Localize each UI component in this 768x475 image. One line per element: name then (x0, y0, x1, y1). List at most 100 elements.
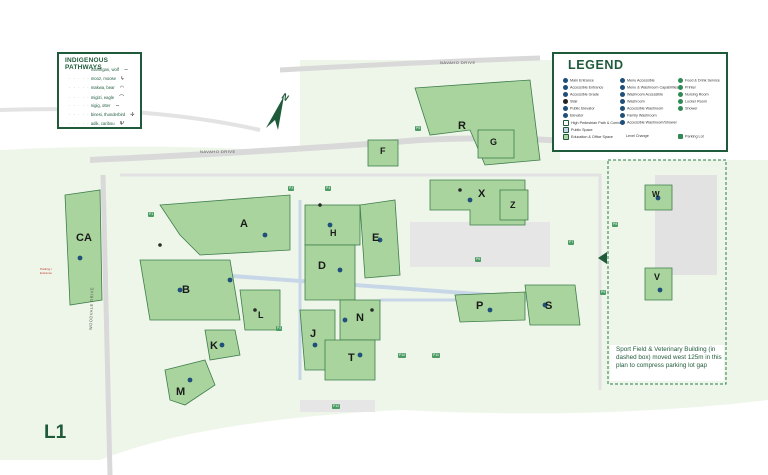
road-label-navaho: NAVAHO DRIVE (200, 149, 236, 154)
parking-lot-icon (678, 134, 683, 139)
lot-label: P12 (332, 404, 341, 409)
legend-item: Accessible Washroom/Shower (620, 120, 677, 125)
legend-title: LEGEND (568, 58, 624, 72)
building-label-z: Z (510, 200, 516, 210)
pathway-label: mooz, moose (90, 76, 116, 81)
caribou-glyph-icon: Ψ (119, 121, 124, 127)
legend-item: Washroom (620, 99, 645, 104)
legend-label: Accessible Washroom (627, 106, 664, 111)
building-z (499, 189, 529, 221)
washroom-icon (620, 99, 625, 104)
legend-label: Main Entrance (570, 78, 594, 83)
building-label-k: K (210, 340, 218, 352)
building-b (139, 259, 241, 321)
legend-label: Accessible Grade (570, 92, 599, 97)
lot-label: P4 (325, 186, 332, 191)
building-label-e: E (372, 232, 380, 244)
legend-item: Food & Drink Service (678, 78, 720, 83)
pathway-label: mahingan, wolf (90, 67, 119, 72)
legend-label: Public Elevator (570, 106, 595, 111)
legend-label: High Pedestrian Path & Corridor (571, 120, 624, 125)
pathway-item: · · · · · mahingan, wolf∼ (69, 67, 129, 73)
building-v (644, 267, 673, 301)
marker-icon (227, 277, 233, 283)
floor-label: L1 (44, 422, 67, 443)
marker-icon (657, 287, 663, 293)
legend-label: Parking Lot (685, 134, 704, 139)
legend-item: High Pedestrian Path & Corridor (563, 120, 624, 126)
moose-glyph-icon: ϟ (120, 76, 124, 82)
legend-label: Accessible Washroom/Shower (627, 120, 677, 125)
pathway-item: · · · · · migizi, eagle⌒ (69, 95, 125, 101)
menu-accessible-icon (620, 78, 625, 83)
note-background (610, 345, 724, 381)
marker-icon (219, 342, 225, 348)
road-label-navaho-north: NAVAHO DRIVE (440, 60, 476, 65)
lot-label: P6 (475, 257, 482, 262)
elevator-icon (563, 113, 568, 118)
building-label-m: M (176, 386, 186, 398)
marker-icon (312, 342, 318, 348)
building-label-s: S (545, 300, 553, 312)
legend-label: Menu & Washroom Capabilities (627, 85, 679, 90)
legend-label: Locker Room (685, 99, 707, 104)
level-change-icon: ⋯ (620, 134, 624, 139)
building-label-h: H (330, 228, 337, 238)
legend-item: Nursing Room (678, 92, 709, 97)
building-label-d: D (318, 260, 326, 272)
lot-label: P3 (288, 186, 295, 191)
building-p (454, 291, 526, 323)
accessible-grade-icon (563, 92, 568, 97)
eagle-glyph-icon: ⌒ (119, 95, 125, 101)
legend-item: Public Space (563, 127, 593, 133)
pathway-label: makwa, bear (90, 85, 115, 90)
washroom-accessible-icon (620, 92, 625, 97)
navaho-drive-road (89, 135, 611, 163)
legend-item: Public Elevator (563, 106, 595, 111)
pathway-label: adik, caribou (90, 121, 115, 126)
building-h (304, 204, 361, 246)
education-office-icon (563, 134, 569, 140)
building-label-f: F (380, 146, 386, 156)
building-label-j: J (310, 328, 317, 340)
marker-icon (342, 317, 348, 323)
marker-icon (542, 302, 548, 308)
washroom-shower-icon (620, 120, 625, 125)
marker-icon (357, 352, 363, 358)
building-label-b: B (182, 284, 190, 296)
legend-label: Printer (685, 85, 696, 90)
legend-item: Accessible Entrance (563, 85, 603, 90)
public-elevator-icon (563, 106, 568, 111)
legend-label: Elevator (570, 113, 584, 118)
legend-label: Washroom Accessible (627, 92, 664, 97)
legend-label: Washroom (627, 99, 645, 104)
stair-icon (158, 243, 162, 247)
building-label-l: L (258, 310, 264, 320)
marker-icon (487, 307, 493, 313)
legend-item: Washroom Accessible (620, 92, 663, 97)
lot-label: P8 (612, 222, 619, 227)
legend-item: Family Washroom (620, 113, 657, 118)
marker-icon (77, 255, 83, 261)
food-drink-icon (678, 78, 683, 83)
legend-item: Menu Accessible (620, 78, 655, 83)
pathway-label: nigig, otter (90, 103, 111, 108)
marker-icon (655, 195, 661, 201)
legend-item: Parking Lot (678, 134, 704, 139)
legend-item: Stair (563, 99, 578, 104)
building-label-p: P (476, 300, 484, 312)
building-d (304, 244, 356, 301)
building-g (477, 129, 515, 159)
building-n (339, 299, 381, 341)
menu-washroom-icon (620, 85, 625, 90)
marker-icon (337, 267, 343, 273)
bear-glyph-icon: ◠ (119, 85, 125, 91)
ring-road (120, 173, 602, 390)
building-label-g: G (490, 137, 498, 147)
red-marker-label: Parking / Entrance (39, 267, 52, 275)
shower-icon (678, 106, 683, 111)
legend-item: Elevator (563, 113, 584, 118)
legend-label: Stair (570, 99, 578, 104)
